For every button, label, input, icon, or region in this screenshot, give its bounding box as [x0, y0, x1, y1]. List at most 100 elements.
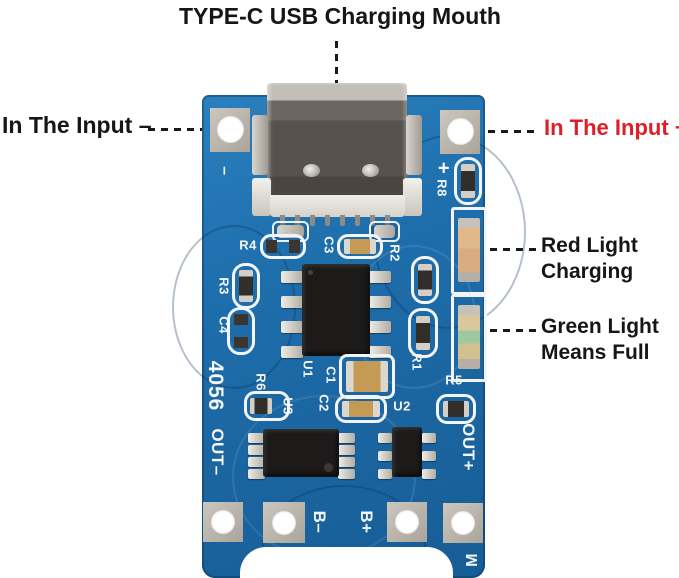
protection-ic-u3	[263, 429, 339, 477]
resistor-r8	[461, 164, 475, 198]
silk-out-plus: OUT+	[459, 423, 478, 471]
resistor-r3-footprint	[232, 263, 260, 309]
mounting-hole	[447, 118, 474, 145]
u3-pin	[248, 469, 265, 479]
title-label: TYPE-C USB Charging Mouth	[179, 3, 501, 29]
capacitor-c3-footprint	[337, 234, 383, 259]
silk-r2: R2	[387, 244, 403, 262]
u3-pin	[248, 445, 265, 455]
u1-pin	[281, 346, 303, 358]
capacitor-c2	[342, 401, 380, 417]
u1-pin	[369, 296, 391, 308]
u2-pin	[378, 451, 392, 461]
capacitor-c4-footprint	[227, 307, 255, 355]
silk-r8: R8	[434, 179, 450, 197]
capacitor-c1	[346, 361, 388, 392]
u1-pin	[281, 296, 303, 308]
u3-pin	[338, 457, 355, 467]
silk-b-plus: B+	[357, 510, 376, 534]
green-light-line2: Means Full	[541, 341, 650, 364]
usb-shield-leg	[406, 115, 422, 175]
u1-pin	[369, 271, 391, 283]
usb-plastic-base	[270, 195, 405, 217]
pad-hole	[451, 511, 475, 535]
input-plus-label: In The Input +	[544, 115, 679, 140]
u3-pin	[248, 457, 265, 467]
u2-pin	[378, 433, 392, 443]
u2-pin	[422, 469, 436, 479]
mounting-pad-top-left	[210, 108, 250, 152]
usb-pin	[280, 215, 285, 226]
capacitor-c4	[234, 314, 248, 348]
usb-solder-foot	[252, 178, 271, 216]
red-light-line2: Charging	[541, 260, 634, 283]
charging-led-red	[458, 218, 480, 282]
plus-polarity-mark: +	[437, 157, 451, 180]
usb-pin	[340, 215, 345, 226]
silk-b-minus: B–	[310, 510, 329, 534]
usb-rivet	[303, 164, 320, 177]
pad-out-minus	[203, 502, 243, 542]
charging-ic-u1	[302, 264, 370, 356]
resistor-r5	[443, 401, 469, 417]
pad-out-plus	[443, 503, 483, 543]
resistor-r2-footprint	[411, 256, 439, 304]
capacitor-c2-footprint	[335, 395, 387, 423]
pad-hole	[395, 510, 419, 534]
charging-led-outline	[451, 207, 487, 295]
mounting-hole	[217, 116, 244, 143]
pad-b-minus	[263, 502, 305, 543]
u3-pin	[248, 433, 265, 443]
usb-callout-line	[335, 41, 338, 106]
u1-pin	[281, 321, 303, 333]
silk-model-4056: 4056	[204, 360, 227, 412]
usb-solder-foot	[403, 178, 422, 216]
u3-pin	[338, 433, 355, 443]
pad-hole	[272, 511, 296, 535]
input-plus-callout-line	[475, 130, 538, 133]
mosfet-ic-u2	[392, 427, 422, 477]
silk-u1: U1	[300, 360, 316, 378]
red-light-line1: Red Light	[541, 234, 638, 257]
resistor-r3	[239, 270, 253, 302]
usb-pin	[370, 215, 375, 226]
mounting-pad-top-right	[440, 110, 480, 154]
u3-dimple	[324, 463, 333, 472]
silk-r3: R3	[216, 277, 232, 295]
resistor-r5-footprint	[436, 394, 476, 424]
capacitor-c1-footprint	[339, 354, 395, 399]
pcb-board: – + R8 R4 C3 R2 R3 C4	[172, 83, 526, 578]
resistor-r6-footprint	[244, 391, 290, 421]
u1-pin	[281, 271, 303, 283]
silk-u3: U3	[280, 397, 296, 415]
silk-u2: U2	[393, 398, 411, 414]
resistor-r1	[416, 316, 430, 350]
silk-c3: C3	[321, 236, 337, 254]
resistor-r6	[250, 398, 272, 414]
capacitor-c3	[344, 239, 376, 254]
resistor-r4-footprint	[260, 234, 306, 259]
silk-c2: C2	[316, 394, 332, 412]
silk-out-minus: OUT–	[208, 428, 227, 476]
pad-hole	[211, 510, 235, 534]
minus-polarity-mark: –	[216, 166, 233, 176]
silk-m: M	[464, 553, 481, 567]
silk-c1: C1	[323, 366, 339, 384]
input-minus-callout-line	[148, 128, 228, 131]
full-led-green	[458, 305, 480, 369]
u3-pin	[338, 469, 355, 479]
usb-c-connector	[267, 83, 407, 208]
full-led-outline	[451, 294, 487, 382]
silk-r4: R4	[239, 237, 257, 253]
resistor-r8-footprint	[454, 157, 482, 205]
red-light-callout-line	[477, 248, 536, 251]
u1-pin1-dot	[308, 270, 313, 275]
resistor-r4	[266, 240, 300, 253]
resistor-r2	[418, 264, 432, 296]
silk-r6: R6	[253, 373, 269, 391]
green-light-line1: Green Light	[541, 315, 659, 338]
green-light-label: Green Light Means Full	[541, 314, 659, 366]
usb-pin	[325, 215, 330, 226]
usb-pin	[295, 215, 300, 226]
usb-pin	[355, 215, 360, 226]
